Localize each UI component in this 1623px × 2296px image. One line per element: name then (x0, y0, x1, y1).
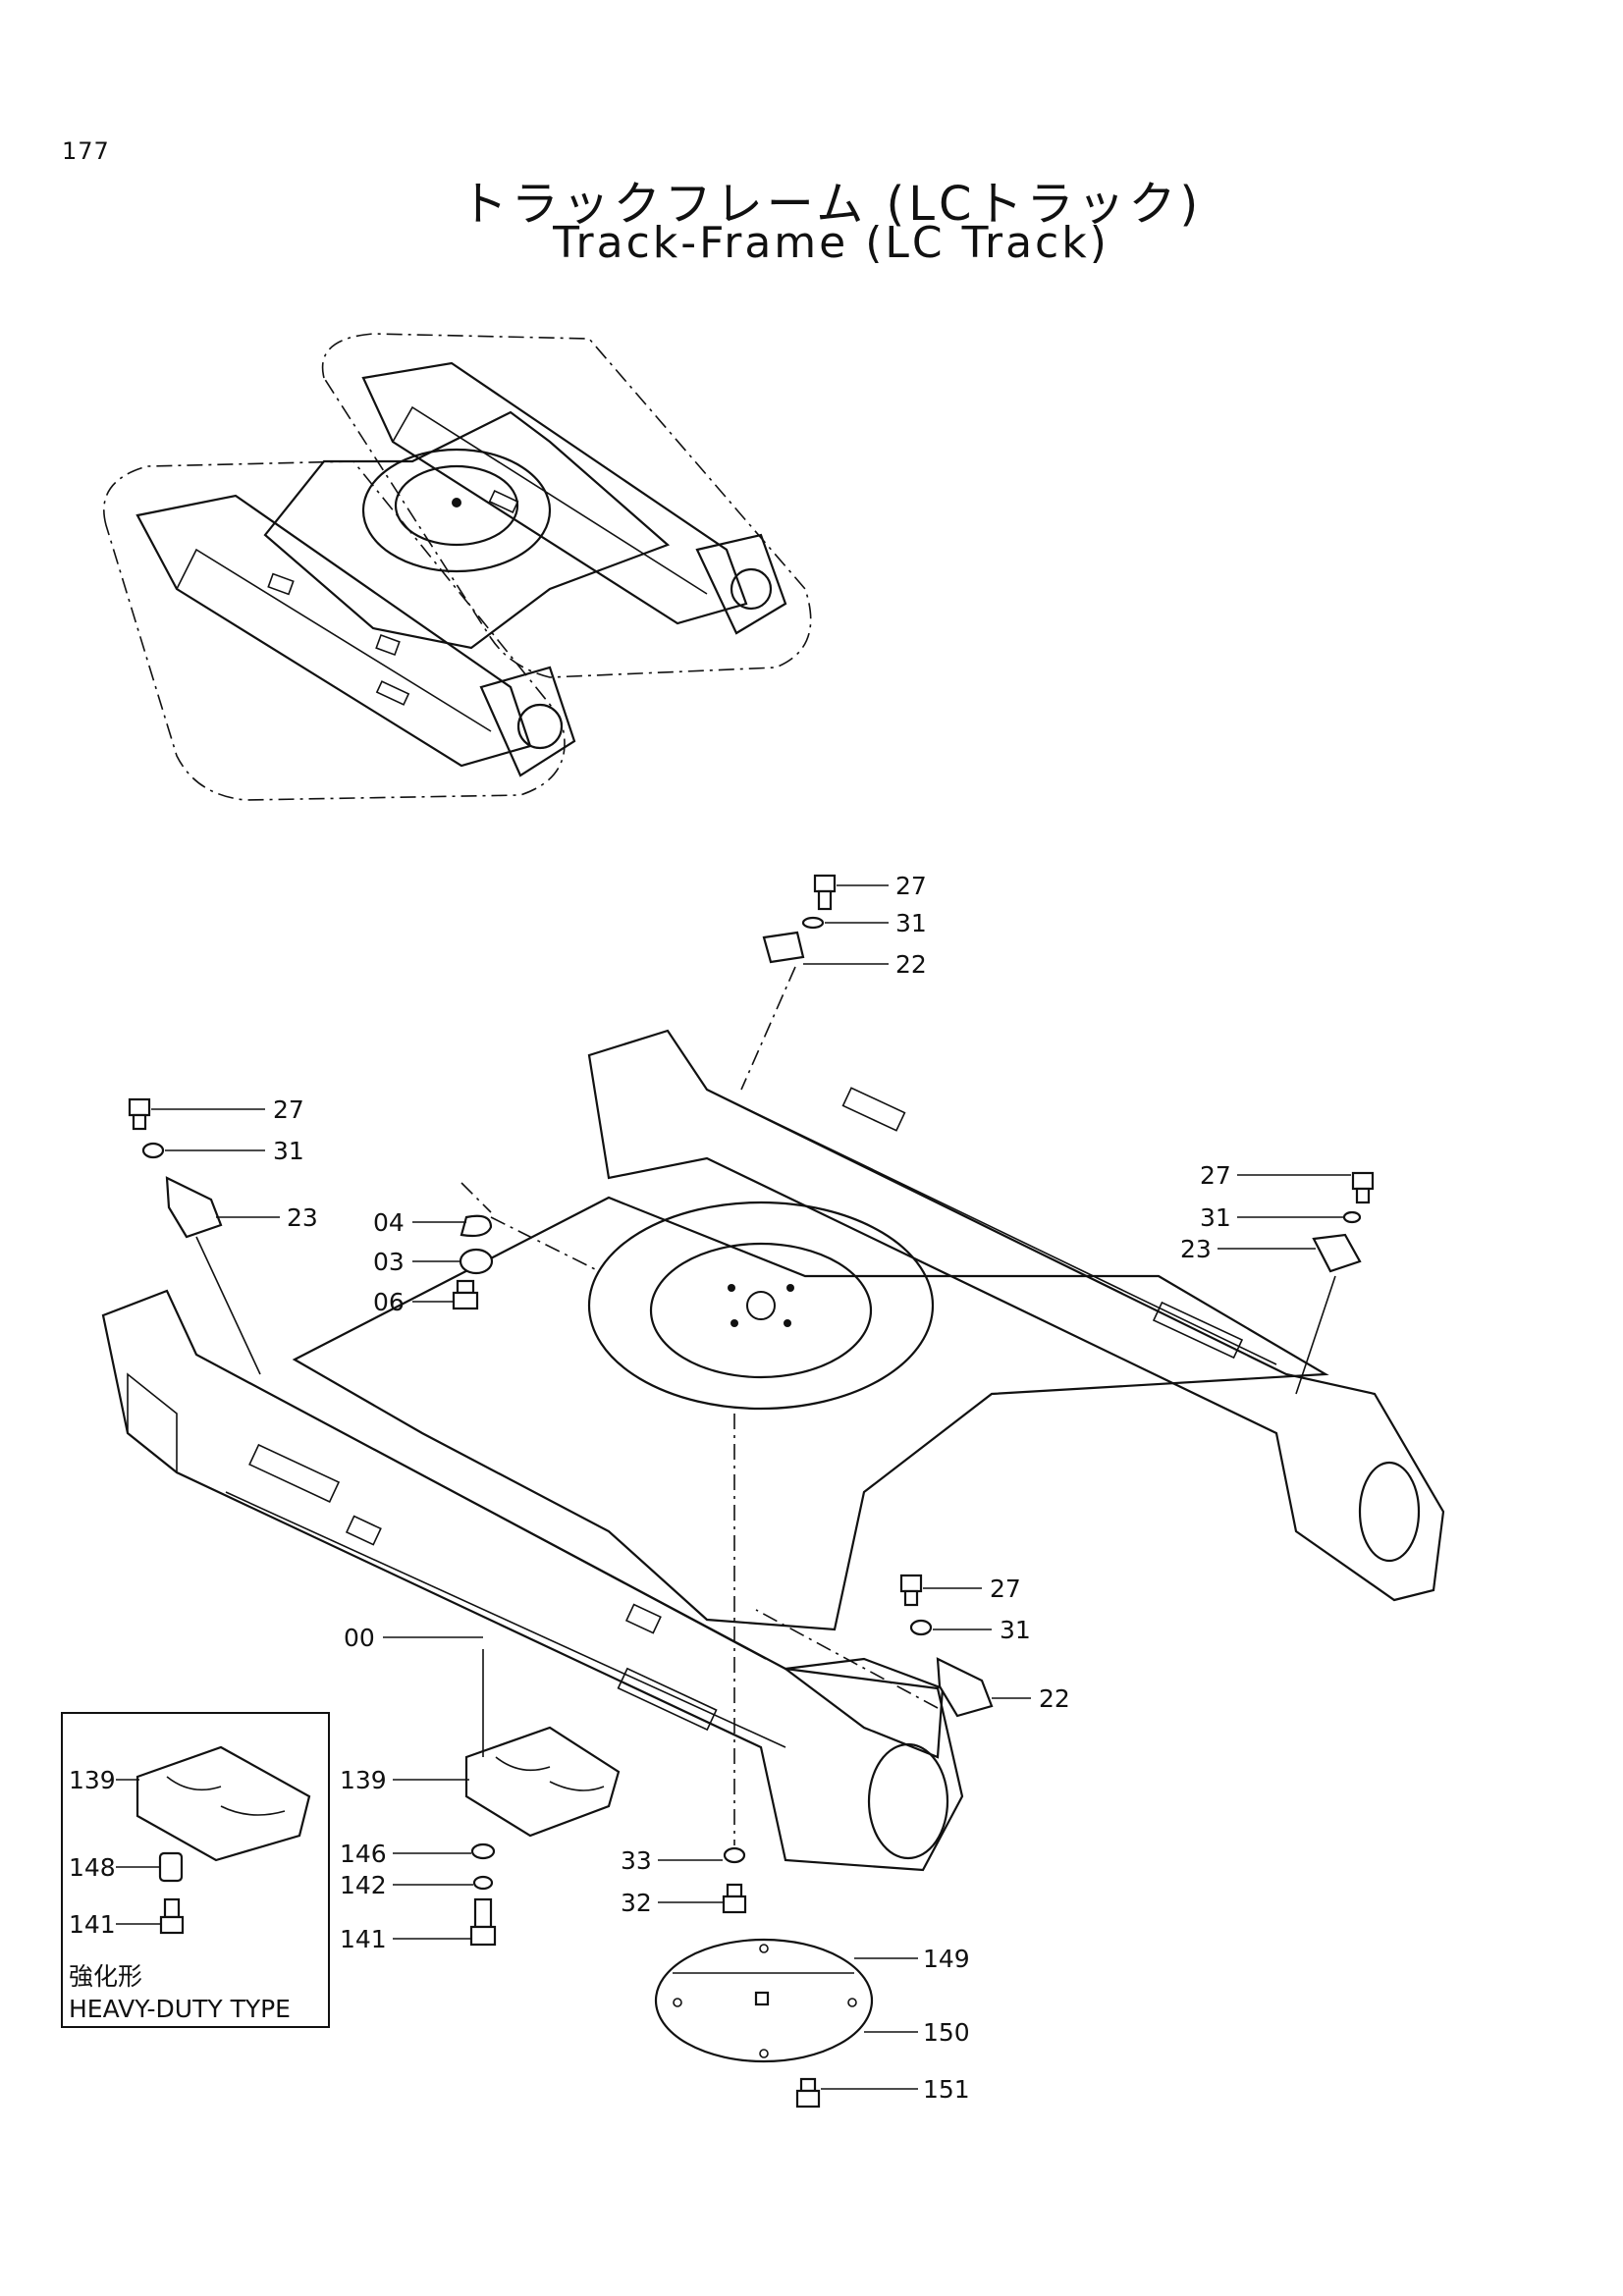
callout-27-left: 27 (273, 1095, 304, 1124)
main-right-side-frame (587, 1029, 1445, 1602)
callout-06: 06 (373, 1288, 405, 1316)
part-cover-03 (459, 1248, 494, 1275)
part-washer-31-left (141, 1142, 165, 1159)
overview-swing-ring (361, 448, 552, 573)
title-english: Track-Frame (LC Track) (553, 218, 1109, 268)
callout-23-left: 23 (287, 1203, 318, 1232)
callout-31-right: 31 (1200, 1203, 1231, 1232)
main-swing-ring-outer (587, 1201, 935, 1411)
part-cover-04 (460, 1214, 493, 1238)
overview-track-frame-illustration (103, 333, 812, 801)
page-number: 177 (62, 137, 110, 165)
callout-03: 03 (373, 1248, 405, 1276)
part-bolt-27-front (899, 1574, 923, 1607)
part-washer-33 (723, 1846, 746, 1864)
inset-callout-141: 141 (69, 1910, 116, 1939)
part-bolt-27-left (128, 1097, 151, 1131)
part-guard-22-top (762, 931, 805, 964)
callout-150: 150 (923, 2018, 970, 2047)
overview-right-side-frame (361, 361, 748, 625)
part-guard-22-front (936, 1657, 994, 1718)
callout-27-front: 27 (990, 1575, 1021, 1603)
callout-142: 142 (340, 1871, 387, 1899)
part-washer-31-front (909, 1619, 933, 1636)
callout-31-front: 31 (1000, 1616, 1031, 1644)
part-guard-23-left (165, 1176, 223, 1239)
callout-149: 149 (923, 1945, 970, 1973)
main-track-frame-illustration (101, 1029, 1445, 1872)
callout-23-right: 23 (1180, 1235, 1212, 1263)
callout-139: 139 (340, 1766, 387, 1794)
callout-33: 33 (621, 1846, 652, 1875)
part-bolt-27-top (813, 874, 837, 911)
main-right-idler-bore (1358, 1461, 1421, 1563)
part-holder-139 (464, 1726, 621, 1838)
part-bolt-32 (722, 1883, 747, 1914)
inset-label-english: HEAVY-DUTY TYPE (69, 1995, 291, 2023)
part-bolt-151 (795, 2077, 821, 2109)
part-washer-31-right (1342, 1210, 1362, 1224)
callout-22-front: 22 (1039, 1684, 1070, 1713)
inset-part-bolt-141 (159, 1897, 185, 1935)
callout-04: 04 (373, 1208, 405, 1237)
main-left-idler-bore (867, 1742, 949, 1860)
callout-32: 32 (621, 1889, 652, 1917)
inset-part-spacer-148 (158, 1851, 184, 1883)
inset-part-holder-139 (135, 1745, 311, 1862)
inset-callout-148: 148 (69, 1853, 116, 1882)
callout-31-left: 31 (273, 1137, 304, 1165)
inset-box (61, 1712, 330, 2028)
callout-141: 141 (340, 1925, 387, 1953)
part-washer-146 (470, 1842, 496, 1860)
main-center-body (292, 1196, 1329, 1631)
part-washer-142 (472, 1875, 494, 1891)
callout-00: 00 (344, 1624, 375, 1652)
overview-left-track-outline (103, 460, 566, 801)
overview-right-track-outline (321, 333, 812, 678)
part-bolt-141 (469, 1897, 497, 1947)
callout-146: 146 (340, 1840, 387, 1868)
callout-27-right: 27 (1200, 1161, 1231, 1190)
overview-left-side-frame (135, 494, 532, 768)
callout-27-top: 27 (895, 872, 927, 900)
part-guard-23-right (1312, 1233, 1362, 1273)
part-bolt-06 (452, 1279, 479, 1310)
callout-22-top: 22 (895, 950, 927, 979)
inset-callout-139: 139 (69, 1766, 116, 1794)
callout-151: 151 (923, 2075, 970, 2104)
part-bolt-27-right (1351, 1171, 1375, 1204)
overview-center-body (263, 410, 671, 650)
callout-31-top: 31 (895, 909, 927, 937)
main-swing-ring-inner (649, 1242, 873, 1379)
part-washer-31-top (801, 916, 825, 930)
leader-lines (116, 884, 1351, 2090)
inset-label-japanese: 強化形 (69, 1962, 142, 1991)
title-japanese: トラックフレーム (LCトラック) (460, 177, 1203, 232)
